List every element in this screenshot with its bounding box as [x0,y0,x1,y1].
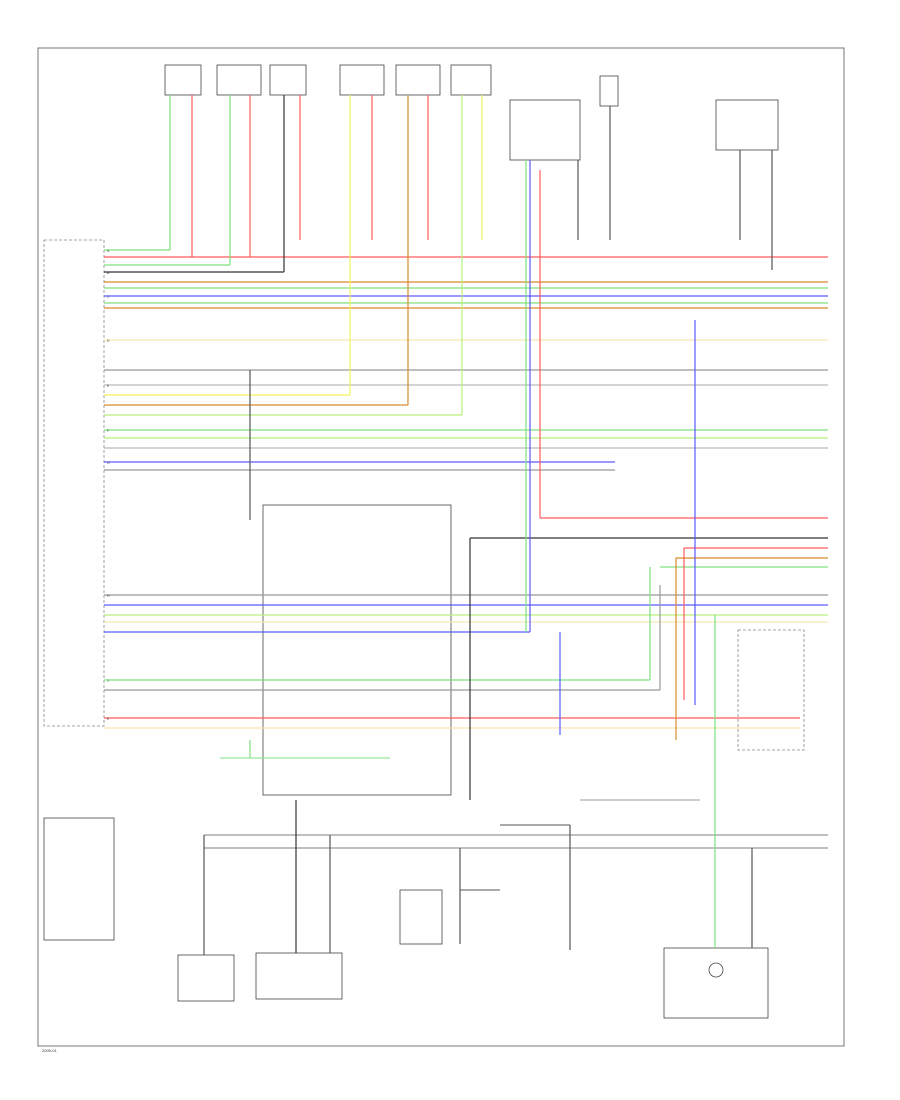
left-pin-labels: A B C D E F G H J K [107,249,110,721]
pin-label: D [107,339,110,343]
connector-6 [450,64,492,96]
connector-5 [395,64,441,96]
connector-4 [339,64,385,96]
pin-label: E [107,384,110,388]
sensor-symbol [708,962,724,978]
misc-wires [192,717,700,891]
pin-label: G [107,461,110,465]
connector-2 [216,64,262,96]
left-module-outline [43,239,105,727]
bottom-left-switch [43,817,115,941]
bottom-center-component [399,889,443,945]
pin-label: B [107,271,110,275]
center-relay-box [262,504,452,796]
right-module-outline [737,629,805,751]
bottom-relay-2 [255,952,343,1000]
diagram-frame [37,47,845,1047]
top-right-switch-a [509,99,581,161]
pin-label: C [107,295,110,299]
pin-label: A [107,249,110,253]
top-right-switch-b [599,75,619,107]
pin-label: H [107,594,110,598]
connector-1 [164,64,202,96]
wire-harness [104,249,828,849]
pin-label: F [107,429,109,433]
pin-label: K [107,717,110,721]
connector-3 [269,64,307,96]
pin-label: J [107,679,109,683]
top-connectors [164,64,779,161]
bottom-relay-1 [177,954,235,1002]
top-right-switch-c [715,99,779,151]
bottom-right-sensor [663,947,769,1019]
page-reference: 2009-01 [42,1048,57,1053]
vertical-wires [169,95,773,955]
